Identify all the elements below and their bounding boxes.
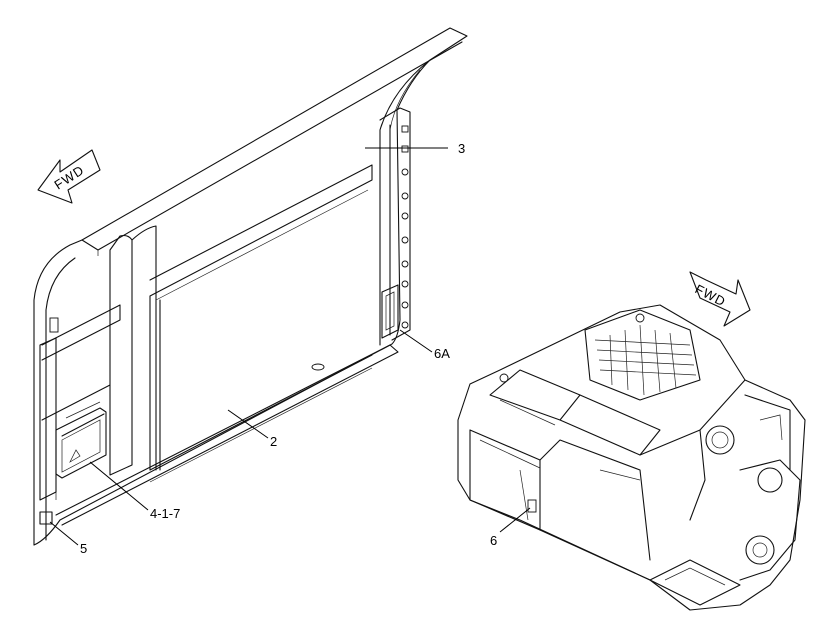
callout-label-3: 3: [458, 141, 465, 156]
callout-2: 2: [227, 409, 277, 449]
callout-5: 5: [49, 521, 87, 556]
callout-label-4-1-7: 4-1-7: [150, 506, 180, 521]
left-fwd-label: FWD: [51, 162, 87, 192]
callout-label-5: 5: [80, 541, 87, 556]
right-fwd-arrow: FWD: [689, 271, 751, 327]
callout-6: 6: [490, 507, 531, 548]
callout-label-6: 6: [490, 533, 497, 548]
callout-3: 3: [365, 141, 465, 156]
right-fwd-label: FWD: [693, 281, 729, 309]
callout-4-1-7: 4-1-7: [89, 461, 180, 521]
callout-label-6a: 6A: [434, 346, 450, 361]
side-panel-assembly: [33, 27, 468, 546]
left-fwd-arrow: FWD: [37, 149, 101, 204]
callout-label-2: 2: [270, 434, 277, 449]
machine-assembly: [457, 304, 806, 611]
callout-6a: 6A: [399, 329, 450, 361]
